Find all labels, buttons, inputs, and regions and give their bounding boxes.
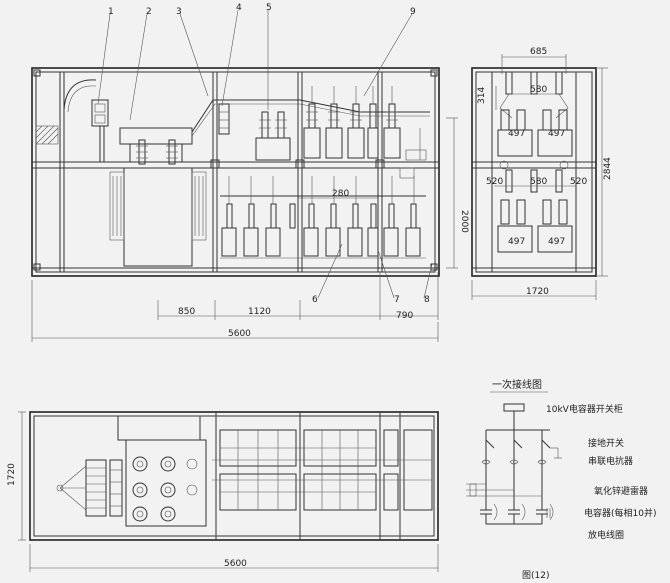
dim-497-b: 497	[548, 129, 565, 139]
schematic-labels: 一次接线图 10kV电容器开关柜 接地开关 串联电抗器 氧化锌避雷器 电容器(每…	[492, 378, 656, 581]
callout-4: 4	[236, 3, 242, 13]
front-elevation	[31, 9, 440, 299]
label-series-reactor: 串联电抗器	[588, 455, 633, 467]
dim-580-mid: 580	[530, 177, 547, 187]
dim-850: 850	[178, 307, 195, 317]
figure-label: 图(12)	[522, 570, 549, 581]
callout-6: 6	[312, 295, 318, 305]
dim-520-right: 520	[570, 177, 587, 187]
schematic-title: 一次接线图	[492, 378, 542, 391]
dim-580-top: 580	[530, 85, 547, 95]
dim-520-left: 520	[486, 177, 503, 187]
callout-9: 9	[410, 7, 416, 17]
dim-1720-plan: 1720	[7, 463, 17, 486]
bushing-pair	[136, 139, 178, 165]
callout-1: 1	[108, 7, 114, 17]
dim-497-d: 497	[548, 237, 565, 247]
callout-leaders	[97, 9, 433, 299]
dim-2000: 2000	[459, 210, 469, 233]
plan-bushings	[132, 456, 198, 522]
hatch-block	[35, 125, 59, 145]
label-capacitor: 电容器(每相10并)	[584, 507, 656, 519]
dim-497-c: 497	[508, 237, 525, 247]
dim-1720-side: 1720	[526, 287, 549, 297]
front-dimension-labels: 280 850 1120 790 5600 2000	[178, 189, 469, 339]
callout-3: 3	[176, 7, 182, 17]
callout-7: 7	[394, 295, 400, 305]
dim-1120: 1120	[248, 307, 271, 317]
callout-labels: 1 2 3 4 5 9 6 7 8	[108, 3, 430, 305]
plan-capacitor-grid	[212, 429, 433, 511]
upper-capacitor-row	[303, 86, 427, 161]
plan-coil-stacks	[56, 459, 123, 517]
label-surge-arrester: 氧化锌避雷器	[594, 485, 648, 497]
label-discharge-coil: 放电线圈	[588, 529, 624, 541]
dim-2844: 2844	[603, 157, 613, 180]
label-switchgear: 10kV电容器开关柜	[546, 403, 623, 415]
side-dimension-labels: 685 580 314 497 497 520 580 520 497 497 …	[477, 47, 613, 297]
lower-capacitor-row	[220, 167, 426, 259]
dim-790: 790	[396, 311, 413, 321]
callout-5: 5	[266, 3, 272, 13]
dim-497-a: 497	[508, 129, 525, 139]
callout-2: 2	[146, 7, 152, 17]
schematic-diagram	[466, 391, 562, 525]
label-earthing-switch: 接地开关	[588, 437, 624, 449]
side-view	[471, 54, 608, 300]
dim-685: 685	[530, 47, 547, 57]
side-insulators-bottom	[497, 169, 573, 253]
plan-dimension-labels: 5600 1720	[7, 463, 247, 569]
dim-5600-plan: 5600	[224, 559, 247, 569]
dim-314: 314	[477, 87, 487, 104]
plan-view	[18, 411, 439, 572]
callout-8: 8	[424, 295, 430, 305]
dim-280: 280	[332, 189, 349, 199]
dim-5600-front: 5600	[228, 329, 251, 339]
front-dimension-lines	[31, 117, 458, 342]
